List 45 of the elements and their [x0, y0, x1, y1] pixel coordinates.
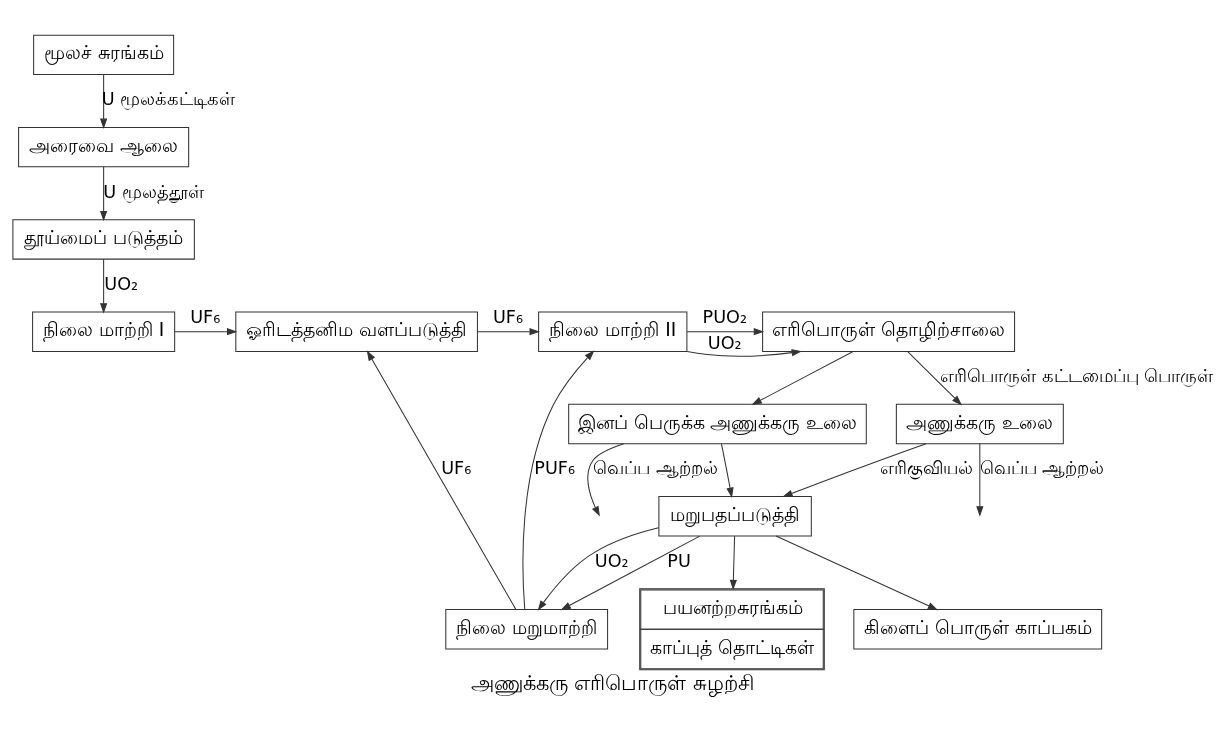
node-box: அணுக்கரு உலை: [895, 403, 1064, 444]
node-box: எரிபொருள் தொழிற்சாலை: [762, 311, 1016, 352]
arrow: [775, 535, 939, 610]
node-box: மூலச் சுரங்கம்: [33, 34, 175, 75]
arrow: [720, 443, 734, 498]
node-box: தூய்மைப் படுத்தம்: [12, 218, 195, 260]
arrow: [537, 526, 660, 611]
edge-label: வெப்ப ஆற்றல்: [979, 457, 1105, 478]
arrow: [976, 442, 984, 517]
arrow: [686, 327, 765, 335]
node-box: இனப் பெருக்க அணுக்கரு உலை: [568, 403, 867, 444]
edge-label: UF₆: [492, 306, 524, 327]
edge-label: PUF₆: [534, 457, 576, 478]
edge-label: எரிபொருள் கட்டமைப்பு பொருள்: [940, 365, 1214, 386]
arrow: [587, 442, 625, 517]
edge-label: PUO₂: [702, 306, 747, 327]
arrow: [751, 350, 854, 405]
arrow: [906, 350, 963, 405]
arrow: [477, 327, 540, 335]
node-box: நிலை மாற்றி II: [538, 311, 688, 352]
arrow: [366, 349, 517, 610]
edge-label: UF₆: [190, 306, 221, 327]
node-box: நிலை மாற்றி I: [32, 311, 176, 352]
arrow: [100, 165, 108, 221]
node-box: மறுபதப்படுத்தி: [658, 495, 812, 536]
arrow: [100, 258, 108, 314]
node-box: அரைவை ஆலை: [18, 126, 190, 167]
caption: அணுக்கரு எரிபொருள் சுழற்சி: [470, 670, 755, 695]
edge-label: UF₆: [441, 457, 472, 478]
arrow: [729, 535, 737, 590]
edge-label: UO₂: [707, 332, 742, 353]
node-box: நிலை மறுமாற்றி: [445, 608, 609, 650]
edge-label: எரிகுவியல்: [879, 457, 973, 478]
node-box: கிளைப் பொருள் காப்பகம்: [853, 608, 1103, 650]
edge-label: PU: [667, 550, 691, 571]
edge-label: UO₂: [104, 273, 139, 294]
edge-label: UO₂: [594, 550, 629, 571]
arrow: [560, 535, 701, 610]
arrow: [174, 327, 238, 335]
arrow: [686, 348, 802, 357]
arrow: [782, 442, 927, 497]
edge-label: U மூலத்தூள்: [103, 181, 204, 202]
edge-label: வெப்ப ஆற்றல்: [592, 457, 718, 478]
node-box: ஓரிடத்தனிம வளப்படுத்தி: [235, 311, 478, 352]
arrow: [522, 349, 595, 610]
